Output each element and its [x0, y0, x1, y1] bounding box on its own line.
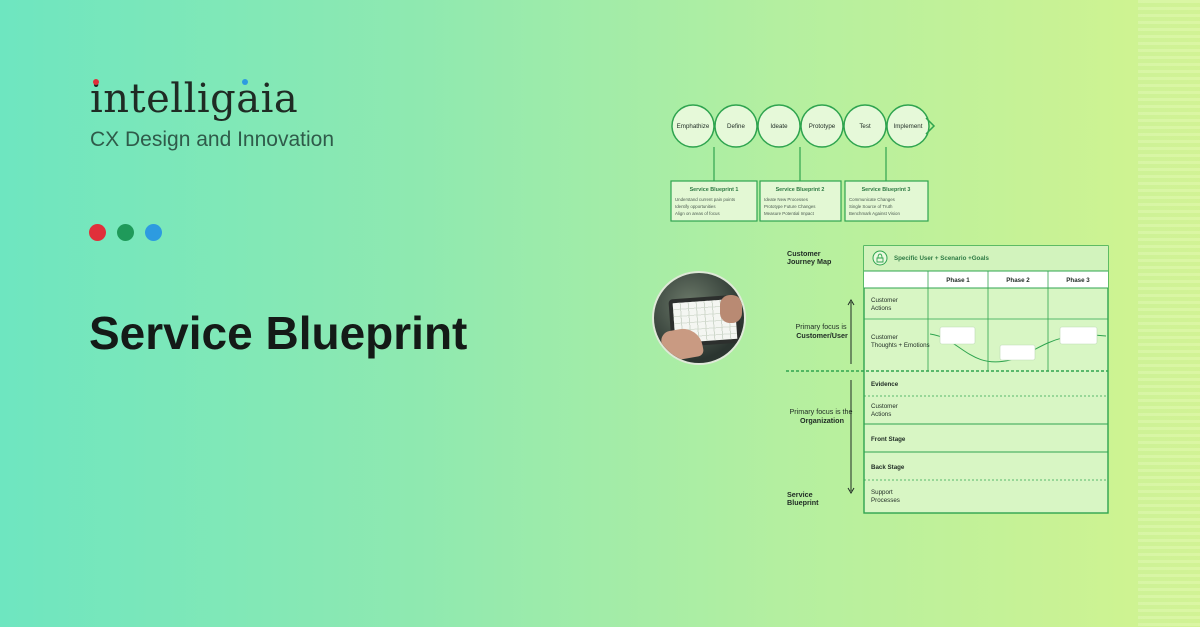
focus-customer-text: Primary focus is Customer/User: [795, 322, 848, 340]
user-icon-glyph: [876, 253, 884, 263]
color-dots: [89, 224, 162, 241]
arrow-down-head: [847, 487, 855, 494]
row-customer-actions-2-text-line2: Actions: [871, 411, 891, 418]
focus-org-line: Primary focus is the: [789, 407, 852, 416]
process-labels: Emphathize Define Ideate Prototype Test …: [677, 123, 923, 130]
focus-org-text: Primary focus is the Organization: [789, 407, 854, 425]
row-thoughts: Customer Thoughts + Emotions: [871, 334, 930, 349]
scenario-header: Specific User + Scenario +Goals: [894, 255, 989, 262]
logo-dot-blue: [242, 79, 248, 85]
brand-name: intelligaia: [90, 76, 299, 122]
row-support-text: Support: [871, 489, 893, 496]
blueprint-box-1: [670, 180, 758, 222]
dot-green: [117, 224, 134, 241]
process-circle-4: [800, 104, 844, 148]
row-support: Support Processes: [871, 489, 900, 504]
bubble-2: [999, 344, 1036, 361]
blueprint-box-2-title: Service Blueprint 2: [776, 187, 825, 193]
dot-blue: [145, 224, 162, 241]
service-blueprint-label-line: Service: [787, 490, 813, 499]
hand-right: [720, 295, 742, 323]
process-circle-2: [714, 104, 758, 148]
process-circle-1: [671, 104, 715, 148]
blueprint-box-3: [844, 180, 929, 222]
process-step-5: Test: [859, 123, 871, 130]
process-step-1: Emphathize: [677, 123, 710, 130]
journey-side-labels: Customer Journey Map Primary focus is Cu…: [787, 249, 854, 507]
row-customer-actions-2: Customer Actions: [871, 403, 900, 418]
process-step-3: Ideate: [770, 123, 788, 130]
row-customer-actions-2-text: Customer: [871, 403, 898, 410]
box2-item-1: Ideate New Processes: [764, 197, 809, 202]
row-front-stage: Front Stage: [871, 436, 906, 443]
decorative-edge-strip: [1138, 0, 1200, 627]
bubble-3: [1059, 326, 1098, 345]
box1-item-1: Understand current pain points: [675, 197, 736, 202]
row-labels: Customer Actions Customer Thoughts + Emo…: [871, 297, 930, 504]
focus-customer-bold: Customer/User: [796, 331, 848, 340]
table-header-bg: [864, 246, 1108, 271]
brand-tagline: CX Design and Innovation: [90, 128, 334, 151]
dot-red: [89, 224, 106, 241]
bubble-1: [939, 326, 976, 345]
row-back-stage: Back Stage: [871, 464, 905, 471]
blueprint-box-2: [759, 180, 842, 222]
focus-customer-line: Primary focus is: [795, 322, 847, 331]
speech-bubbles: [939, 326, 1098, 361]
page-title: Service Blueprint: [89, 307, 468, 359]
process-connectors: [713, 147, 887, 181]
process-step-6: Implement: [894, 123, 923, 130]
row-customer-actions-text: Customer: [871, 297, 898, 304]
row-support-text-line2: Processes: [871, 497, 900, 504]
logo-dot-red: [93, 79, 99, 85]
box3-item-3: Benchmark Against Vision: [849, 211, 900, 216]
blueprint-box-3-title: Service Blueprint 3: [862, 187, 911, 193]
service-blueprint-label: Service Blueprint: [787, 490, 819, 507]
service-blueprint-label-line-line2: Blueprint: [787, 498, 819, 507]
journey-map-label-line-line2: Journey Map: [787, 257, 832, 266]
brand-logo: intelligaia: [90, 76, 298, 122]
arrow-up-head: [847, 299, 855, 306]
row-evidence-text: Evidence: [871, 381, 899, 388]
phase-2-header: Phase 2: [1006, 277, 1030, 284]
row-front-stage-text: Front Stage: [871, 436, 906, 443]
row-thoughts-text-line2: Thoughts + Emotions: [871, 342, 930, 349]
process-step-4: Prototype: [809, 123, 836, 130]
process-step-2: Define: [727, 123, 745, 130]
box1-item-2: Identify opportunities: [675, 204, 716, 209]
process-circle-3: [757, 104, 801, 148]
phase-headers: Phase 1 Phase 2 Phase 3: [946, 277, 1090, 284]
row-thoughts-text: Customer: [871, 334, 898, 341]
blueprint-boxes: [670, 180, 929, 222]
box1-item-3: Align on areas of focus: [675, 211, 720, 216]
box3-item-1: Communicate Changes: [849, 197, 896, 202]
blueprint-box-items: Understand current pain points Identify …: [675, 197, 900, 216]
row-evidence: Evidence: [871, 381, 899, 388]
row-customer-actions-text-line2: Actions: [871, 305, 891, 312]
phase-3-header: Phase 3: [1066, 277, 1090, 284]
table-frame: [863, 245, 1109, 514]
tablet-photo: [652, 271, 746, 365]
process-circle-5: [843, 104, 887, 148]
blueprint-box-titles: Service Blueprint 1 Service Blueprint 2 …: [690, 187, 911, 193]
journey-table: [786, 245, 1109, 514]
box3-item-2: Single Source of Truth: [849, 204, 893, 209]
journey-map-label-line: Customer: [787, 249, 821, 258]
process-flow: [671, 104, 936, 148]
focus-org-bold: Organization: [800, 416, 844, 425]
row-back-stage-text: Back Stage: [871, 464, 905, 471]
box2-item-3: Measure Potential Impact: [764, 211, 815, 216]
box2-item-2: Prototype Future Changes: [764, 204, 816, 209]
process-arrow-1: [925, 117, 936, 135]
journey-map-label: Customer Journey Map: [787, 249, 832, 266]
focus-arrows: [847, 299, 855, 494]
phase-header-bg: [864, 271, 1108, 288]
blueprint-box-1-title: Service Blueprint 1: [690, 187, 739, 193]
row-customer-actions: Customer Actions: [871, 297, 900, 312]
process-circle-6: [886, 104, 930, 148]
table-header-text: Specific User + Scenario +Goals: [894, 255, 989, 262]
phase-1-header: Phase 1: [946, 277, 970, 284]
